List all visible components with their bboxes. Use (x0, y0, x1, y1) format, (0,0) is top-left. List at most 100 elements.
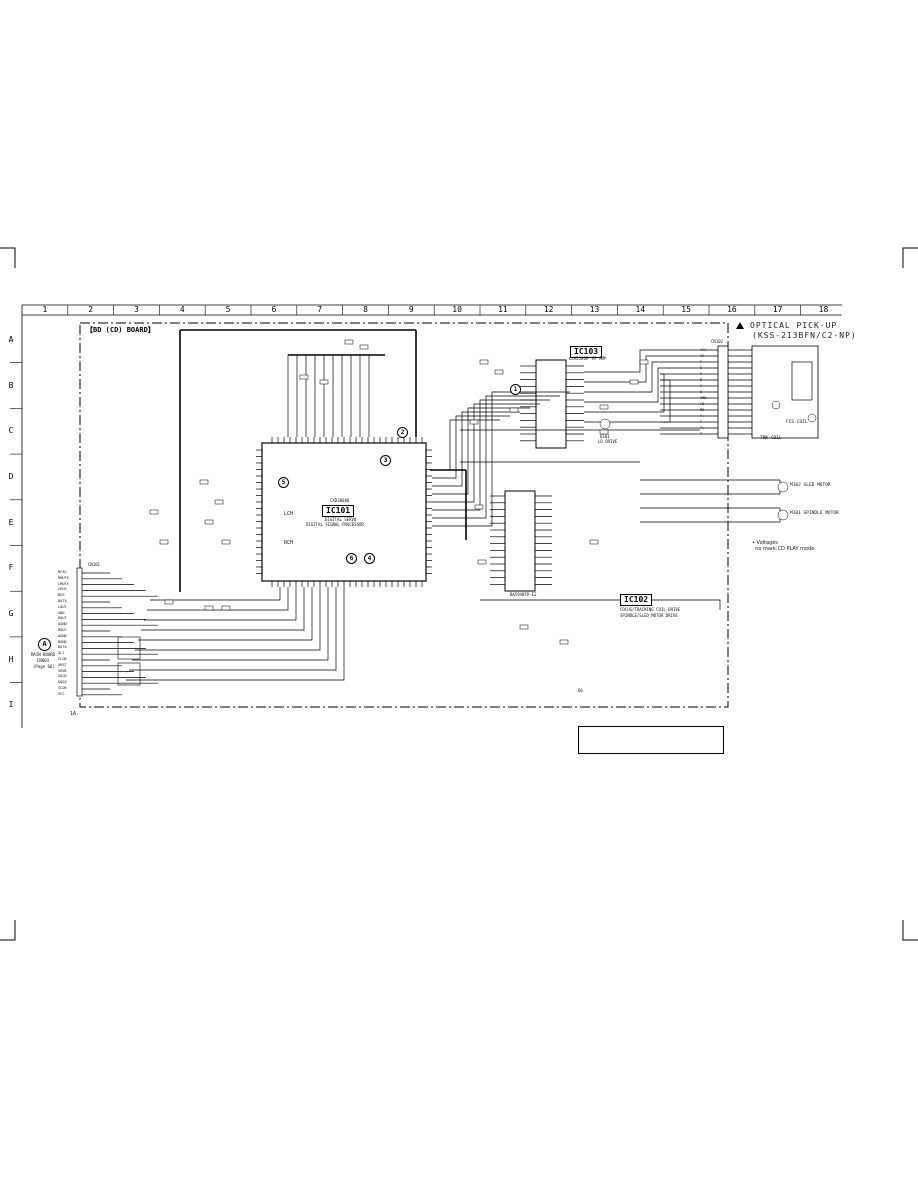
optical-pickup-line1: OPTICAL PICK-UP (750, 321, 838, 330)
row-letter-I: I (8, 700, 14, 710)
column-number-6: 6 (271, 305, 277, 314)
waveform-marker-4: 4 (364, 553, 375, 564)
row-letter-F: F (8, 563, 14, 573)
connector-a-line3: (Page 66) (33, 664, 55, 669)
cn101-pin: SCOR (58, 686, 67, 690)
optical-pickup-line2: (KSS-213BFN/C2-NP) (752, 331, 857, 340)
connector-a-line1: MAIN BOARD (31, 652, 56, 657)
waveform-marker-6: 6 (346, 553, 357, 564)
column-number-7: 7 (317, 305, 323, 314)
column-number-16: 16 (727, 305, 737, 314)
page-marker: 66 (578, 688, 583, 693)
cn101-pin: VCC (58, 691, 65, 696)
warning-triangle-icon (736, 322, 744, 329)
waveform-marker-5: 5 (278, 477, 289, 488)
ic101-part: CXD3068Q (330, 498, 350, 503)
cn101-pin: SENS (58, 668, 67, 673)
cn102-pin: MD (700, 408, 705, 412)
cn101-pin: BCK (58, 593, 65, 598)
ic102-body (504, 490, 536, 592)
cn102-pin: F (700, 360, 703, 364)
board-title: 【BD (CD) BOARD】 (86, 326, 155, 334)
waveform-marker-2: 2 (397, 427, 408, 438)
cn102-pin: F- (700, 420, 705, 424)
ic102-desc1: FOCUS/TRACKING COIL DRIVE (620, 607, 681, 612)
waveform-marker-1: 1 (510, 384, 521, 395)
spindle-motor-label: M101 SPINDLE MOTOR (790, 511, 839, 516)
sled-motor-label: M102 SLED MOTOR (790, 483, 831, 488)
connector-a-line2: CN803 (37, 658, 50, 663)
ic103-label: IC103 (570, 346, 603, 358)
column-number-8: 8 (363, 305, 368, 314)
cn102-pin: E (700, 366, 703, 370)
column-number-4: 4 (179, 305, 185, 314)
row-letter-A: A (8, 334, 14, 344)
cn102-pin: T- (700, 432, 705, 436)
cn101-pin: LMUTE (58, 581, 69, 586)
cn102-pin: VC (700, 354, 705, 358)
row-letter-D: D (8, 471, 14, 481)
cn101-pin: RFAC (58, 570, 67, 574)
column-number-10: 10 (452, 305, 462, 314)
cn102-pin: GND (700, 396, 707, 400)
cn102-pin: T+ (700, 426, 705, 430)
column-number-3: 3 (134, 305, 139, 314)
cn102-pin: VCC (700, 348, 707, 352)
column-number-15: 15 (681, 305, 691, 314)
q101-label: Q101 (600, 434, 610, 439)
ic101-desc2: DIGITAL SIGNAL PROCESSOR (306, 522, 364, 527)
board-frame (79, 322, 729, 708)
row-letter-B: B (8, 380, 14, 390)
row-letter-E: E (8, 517, 14, 527)
cn101-pin: RMUTE (58, 575, 69, 580)
cn101-pin: SQCK (58, 674, 67, 679)
empty-note-box (578, 726, 724, 754)
optical-pickup-title: OPTICAL PICK-UP (736, 322, 837, 330)
column-number-11: 11 (498, 305, 508, 314)
cn101-pin: SQSO (58, 680, 67, 685)
connector-a-marker: A (38, 638, 51, 651)
bottom-left-tag: 1A (70, 711, 77, 717)
cn101-pin: GND (58, 610, 65, 615)
row-letter-G: G (8, 609, 14, 619)
ic101-label: IC101 (322, 505, 355, 517)
focus-coil-label: FCS COIL (786, 420, 808, 425)
tracking-coil-label: TRK COIL (760, 436, 782, 441)
column-number-18: 18 (818, 305, 829, 314)
cn101-pin: AGND (58, 633, 67, 638)
cn101-pin: LRCK (58, 587, 67, 592)
cn101-body (76, 567, 83, 697)
ic101-rch: RCH (284, 540, 294, 546)
cn101-pin: XRST (58, 662, 67, 667)
cn101-pin: DATA (58, 599, 67, 603)
cn101-pin: AGND (58, 622, 67, 627)
cn101-pin: ROUT (58, 616, 67, 621)
ic102-label: IC102 (620, 594, 653, 606)
ic103-body (535, 359, 567, 449)
ic102-desc2: SPINDLE/SLED MOTOR DRIVE (620, 613, 678, 618)
ic103-desc: RF AMP (592, 356, 607, 361)
cn102-pin: F+ (700, 414, 705, 418)
cn101-pin: DGND (58, 639, 67, 644)
column-number-13: 13 (589, 305, 600, 314)
ic103-part: CXA2586M (569, 356, 589, 361)
ic101-lch: LCH (284, 511, 294, 517)
column-number-2: 2 (88, 305, 94, 314)
column-number-1: 1 (42, 305, 48, 314)
cn101-pin: CLOK (58, 657, 67, 661)
column-number-14: 14 (635, 305, 646, 314)
column-number-17: 17 (772, 305, 783, 314)
cn102-label: CN102 (711, 339, 724, 344)
cn102-pin: D (700, 390, 703, 394)
cn101-pin: ROUT (58, 628, 67, 632)
waveform-marker-3: 3 (380, 455, 391, 466)
cn102-pin: B (700, 378, 703, 382)
grid-ruler (21, 304, 842, 728)
cn102-pin: LD (700, 402, 705, 406)
column-number-5: 5 (225, 305, 231, 314)
q101-desc: LD DRIVE (598, 439, 618, 444)
column-number-12: 12 (543, 305, 554, 314)
cn101-label: CN101 (88, 562, 101, 567)
